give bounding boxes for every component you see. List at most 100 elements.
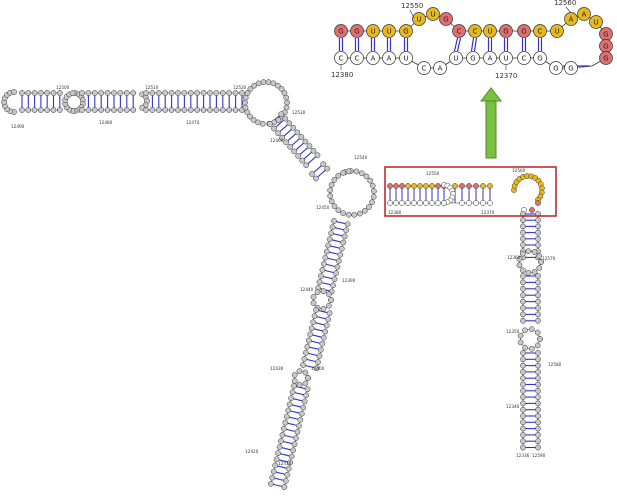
nucleotide bbox=[534, 342, 541, 349]
nucleotide bbox=[345, 211, 352, 218]
inset-nucleotide bbox=[533, 24, 547, 38]
nucleotide bbox=[328, 198, 335, 205]
inset-base-letter: G bbox=[443, 16, 448, 24]
nucleotide bbox=[320, 334, 327, 341]
nucleotide bbox=[56, 90, 63, 96]
nucleotide bbox=[25, 90, 32, 96]
nucleotide bbox=[283, 413, 290, 420]
nucleotide bbox=[269, 474, 276, 481]
inset-base-letter: U bbox=[403, 55, 408, 63]
inset-nucleotide bbox=[483, 24, 497, 38]
nucleotide bbox=[423, 200, 429, 206]
nucleotide bbox=[337, 251, 344, 258]
inset-nucleotide bbox=[564, 12, 578, 26]
zoom-arrow bbox=[479, 87, 503, 159]
nucleotide bbox=[304, 386, 311, 393]
inset-label-12380: 12380 bbox=[331, 71, 353, 79]
nucleotide bbox=[473, 183, 479, 189]
nucleotide bbox=[314, 152, 321, 159]
nucleotide bbox=[331, 276, 338, 283]
nucleotide bbox=[267, 121, 273, 127]
inset-base-letter: G bbox=[603, 55, 608, 63]
nucleotide bbox=[520, 394, 526, 400]
nucleotide bbox=[326, 310, 333, 317]
nucleotide bbox=[356, 210, 363, 217]
label-12380: 12380 bbox=[388, 210, 402, 215]
nucleotide bbox=[487, 183, 493, 189]
inset-base-letter: C bbox=[355, 55, 360, 63]
nucleotide bbox=[104, 90, 111, 96]
nucleotide bbox=[535, 311, 541, 318]
nucleotide bbox=[149, 90, 156, 96]
inset-nucleotide bbox=[399, 51, 413, 65]
inset-base-letter: G bbox=[470, 55, 475, 63]
nucleotide bbox=[531, 269, 538, 275]
inset-nucleotide bbox=[517, 51, 531, 65]
nucleotide bbox=[520, 362, 526, 369]
nucleotide bbox=[303, 349, 309, 356]
nucleotide bbox=[353, 168, 360, 175]
nucleotide bbox=[244, 90, 251, 96]
nucleotide bbox=[155, 107, 162, 113]
inset-base-letter: G bbox=[503, 28, 508, 36]
nucleotide bbox=[535, 298, 541, 305]
nucleotide bbox=[298, 134, 305, 140]
nucleotide bbox=[282, 115, 289, 122]
nucleotide bbox=[259, 120, 266, 127]
nucleotide bbox=[535, 292, 541, 299]
nucleotide bbox=[320, 161, 327, 167]
nucleotide bbox=[340, 210, 347, 217]
inset-nucleotide bbox=[433, 61, 447, 75]
nucleotide bbox=[291, 378, 298, 384]
nucleotide bbox=[535, 432, 541, 438]
nucleotide bbox=[143, 90, 149, 96]
inset-base-letter: C bbox=[522, 55, 527, 63]
nucleotide bbox=[520, 229, 526, 236]
nucleotide bbox=[405, 200, 411, 206]
nucleotide bbox=[441, 200, 447, 206]
nucleotide bbox=[399, 183, 405, 189]
nucleotide bbox=[219, 107, 226, 113]
nucleotide bbox=[181, 107, 188, 113]
label-12370: 12370 bbox=[481, 210, 495, 215]
nucleotide bbox=[535, 242, 541, 248]
inset-base-letter: U bbox=[370, 28, 375, 36]
nucleotide bbox=[535, 444, 541, 451]
nucleotide bbox=[535, 375, 541, 382]
inset-nucleotide bbox=[334, 24, 348, 38]
nucleotide bbox=[244, 109, 251, 116]
nucleotide bbox=[520, 369, 526, 375]
nucleotide bbox=[302, 138, 309, 145]
nucleotide bbox=[44, 90, 51, 96]
nucleotide bbox=[275, 450, 281, 457]
nucleotide bbox=[520, 285, 526, 292]
nucleotide bbox=[283, 104, 290, 111]
nucleotide bbox=[520, 273, 526, 279]
nucleotide bbox=[287, 144, 293, 150]
nucleotide bbox=[226, 107, 233, 113]
nucleotide bbox=[417, 183, 423, 189]
nucleotide bbox=[279, 432, 286, 438]
nucleotide bbox=[279, 134, 285, 141]
nucleotide bbox=[293, 435, 299, 441]
nucleotide bbox=[535, 362, 541, 369]
inset-base-letter: G bbox=[568, 65, 573, 73]
nucleotide bbox=[336, 258, 342, 264]
nucleotide bbox=[520, 317, 526, 324]
nucleotide bbox=[309, 171, 315, 177]
nucleotide bbox=[314, 289, 321, 296]
nucleotide bbox=[411, 183, 417, 189]
nucleotide bbox=[423, 183, 429, 189]
nucleotide bbox=[435, 200, 441, 206]
nucleotide bbox=[302, 369, 309, 376]
nucleotide bbox=[520, 292, 526, 299]
nucleotide bbox=[322, 328, 329, 335]
nucleotide bbox=[31, 107, 38, 113]
nucleotide bbox=[187, 107, 194, 113]
inset-base-letter: U bbox=[386, 28, 391, 36]
nucleotide bbox=[294, 129, 301, 136]
inset-base-letter: G bbox=[354, 28, 359, 36]
nucleotide bbox=[213, 90, 220, 96]
nucleotide bbox=[327, 187, 334, 194]
nucleotide bbox=[520, 356, 526, 363]
